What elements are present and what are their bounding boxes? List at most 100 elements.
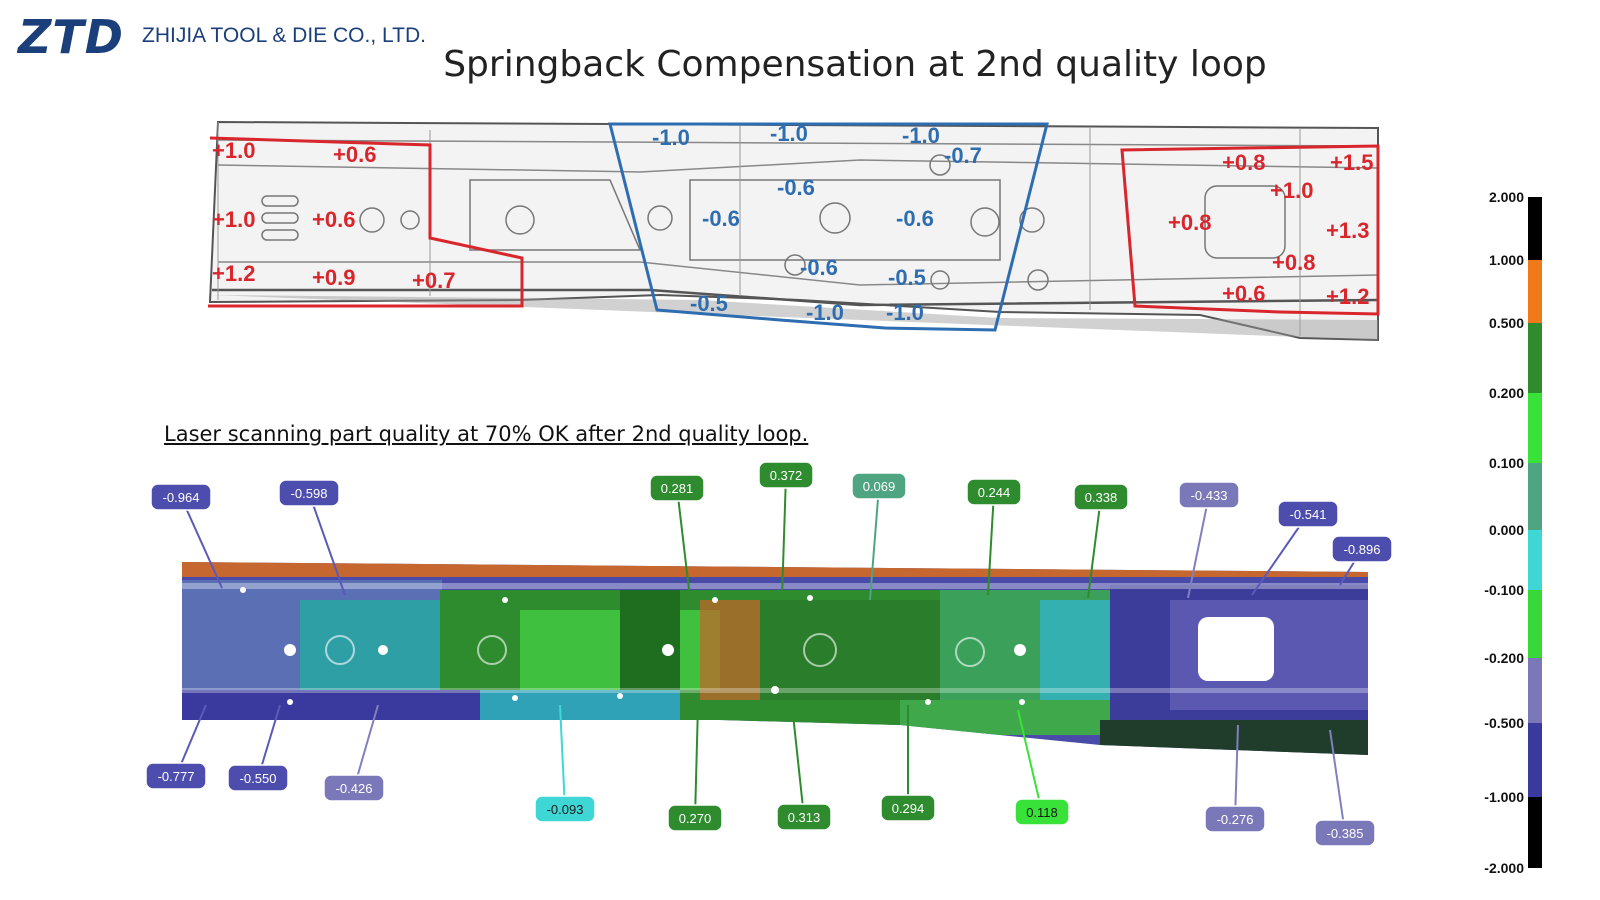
scan-heatmap (182, 562, 1368, 755)
comp-value: +1.5 (1330, 150, 1373, 175)
svg-text:-0.433: -0.433 (1191, 488, 1228, 503)
comp-value: +1.0 (1270, 178, 1313, 203)
measurement-tag: -0.541 (1277, 500, 1339, 528)
svg-text:0.313: 0.313 (788, 810, 821, 825)
color-scale-tick-label: 1.000 (1489, 252, 1524, 268)
svg-text:0.244: 0.244 (978, 485, 1011, 500)
comp-value: +0.8 (1272, 250, 1315, 275)
svg-text:-0.276: -0.276 (1217, 812, 1254, 827)
comp-value: -0.6 (777, 175, 815, 200)
company-name: ZHIJIA TOOL & DIE CO., LTD. (142, 24, 426, 47)
measurement-tag: -0.426 (323, 774, 385, 802)
color-scale-ticks: 2.000 1.000 0.500 0.200 0.100 0.000 -0.100 -0.2… (1484, 189, 1524, 876)
color-scale-tick-label: -0.500 (1484, 715, 1524, 731)
slide-title: Springback Compensation at 2nd quality l… (443, 44, 1267, 85)
svg-text:-0.896: -0.896 (1344, 542, 1381, 557)
color-scale-tick-label: 0.100 (1489, 455, 1524, 471)
measurement-tag: 0.270 (667, 804, 723, 832)
svg-text:0.069: 0.069 (863, 479, 896, 494)
measurement-tag: 0.313 (776, 803, 832, 831)
measurement-tag: -0.433 (1178, 481, 1240, 509)
color-scale-band (1528, 530, 1542, 590)
color-scale-tick-label: 0.200 (1489, 385, 1524, 401)
comp-value: +1.2 (1326, 284, 1369, 309)
measurement-tag: -0.964 (150, 483, 212, 511)
comp-value: +0.8 (1168, 210, 1211, 235)
comp-value: -0.6 (800, 255, 838, 280)
color-scale-band (1528, 590, 1542, 658)
comp-value: -1.0 (886, 300, 924, 325)
company-logo: ZTD (18, 10, 124, 64)
comp-value: +0.6 (312, 207, 355, 232)
color-scale-band (1528, 197, 1542, 260)
color-scale-tick-label: -0.100 (1484, 582, 1524, 598)
measurement-tag: 0.281 (649, 474, 705, 502)
measurement-tag: -0.093 (534, 795, 596, 823)
color-scale-tick-label: 2.000 (1489, 189, 1524, 205)
middle-compensation-zone (608, 122, 1049, 332)
color-scale-band (1528, 323, 1542, 393)
comp-value: +0.6 (1222, 281, 1265, 306)
comp-value: -1.0 (806, 300, 844, 325)
measurement-tag: 0.338 (1073, 483, 1129, 511)
svg-text:-0.541: -0.541 (1290, 507, 1327, 522)
color-scale-band (1528, 658, 1542, 723)
color-scale-tick-label: 0.500 (1489, 315, 1524, 331)
color-scale-legend: 2.000 1.000 0.500 0.200 0.100 0.000 -0.100 -0.2… (1484, 189, 1542, 876)
color-scale-tick-label: -1.000 (1484, 789, 1524, 805)
comp-value: +0.9 (312, 265, 355, 290)
measurement-tag: -0.896 (1331, 535, 1393, 563)
comp-value: -0.7 (944, 143, 982, 168)
svg-text:0.270: 0.270 (679, 811, 712, 826)
color-scale-band (1528, 463, 1542, 530)
measurement-tag: -0.777 (145, 762, 207, 790)
comp-value: +1.3 (1326, 218, 1369, 243)
measurement-tag: -0.550 (227, 764, 289, 792)
measurement-tag: 0.118 (1014, 798, 1070, 826)
comp-value: -0.5 (690, 291, 728, 316)
svg-text:-0.093: -0.093 (547, 802, 584, 817)
measurement-tag: 0.372 (758, 461, 814, 489)
svg-text:-0.777: -0.777 (158, 769, 195, 784)
color-scale-tick-label: -2.000 (1484, 860, 1524, 876)
svg-text:-0.385: -0.385 (1327, 826, 1364, 841)
svg-text:-0.550: -0.550 (240, 771, 277, 786)
color-scale-bands (1528, 197, 1542, 868)
svg-text:0.281: 0.281 (661, 481, 694, 496)
comp-value: +0.8 (1222, 150, 1265, 175)
comp-value: +1.2 (212, 261, 255, 286)
svg-text:0.372: 0.372 (770, 468, 803, 483)
measurement-tag: 0.294 (880, 794, 936, 822)
comp-value: -0.6 (702, 206, 740, 231)
measurement-tag: -0.276 (1204, 805, 1266, 833)
color-scale-band (1528, 797, 1542, 868)
comp-value: +1.0 (212, 138, 255, 163)
scan-caption: Laser scanning part quality at 70% OK af… (164, 422, 809, 446)
svg-text:0.118: 0.118 (1026, 805, 1058, 820)
comp-value: +0.7 (412, 268, 455, 293)
measurement-tag: -0.598 (278, 479, 340, 507)
comp-value: -0.5 (888, 265, 926, 290)
svg-text:0.294: 0.294 (892, 801, 925, 816)
svg-text:0.338: 0.338 (1085, 490, 1118, 505)
color-scale-band (1528, 393, 1542, 463)
color-scale-band (1528, 260, 1542, 323)
svg-text:-0.598: -0.598 (291, 486, 328, 501)
color-scale-band (1528, 723, 1542, 797)
comp-value: +1.0 (212, 207, 255, 232)
comp-value: -1.0 (902, 123, 940, 148)
comp-value: -1.0 (770, 121, 808, 146)
measurement-tag: 0.069 (851, 472, 907, 500)
color-scale-tick-label: 0.000 (1489, 522, 1524, 538)
left-compensation-zone (208, 136, 524, 308)
measurement-tag: 0.244 (966, 478, 1022, 506)
right-compensation-zone (1120, 144, 1380, 316)
svg-text:-0.964: -0.964 (163, 490, 200, 505)
comp-value: +0.6 (333, 142, 376, 167)
comp-value: -1.0 (652, 125, 690, 150)
measurement-tag: -0.385 (1314, 819, 1376, 847)
comp-value: -0.6 (896, 206, 934, 231)
color-scale-tick-label: -0.200 (1484, 650, 1524, 666)
